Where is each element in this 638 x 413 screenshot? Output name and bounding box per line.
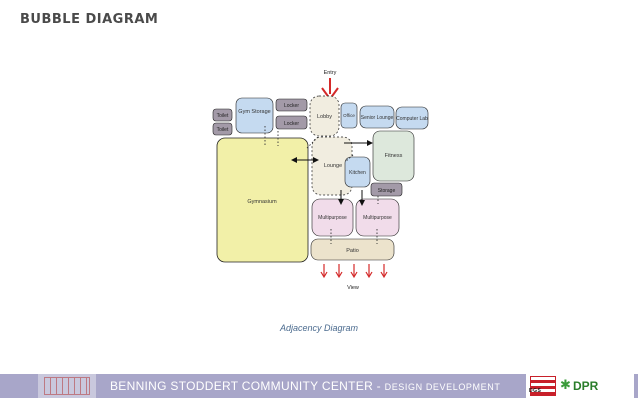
toilet-bubble-1 — [212, 108, 233, 122]
footer-project-title: BENNING STODDERT COMMUNITY CENTER - DESI… — [110, 379, 500, 393]
gym-storage-label-text: Gym Storage — [238, 109, 270, 115]
footer-bar: BENNING STODDERT COMMUNITY CENTER - DESI… — [0, 374, 638, 398]
dpr-logo-text: DPR — [573, 379, 599, 393]
office-bubble — [340, 102, 358, 129]
project-logo-mark — [44, 377, 90, 395]
toilet-label-1: Toilet — [217, 113, 229, 119]
entry-label: Entry — [324, 70, 337, 76]
kitchen-bubble — [344, 156, 371, 188]
fitness-bubble — [372, 130, 415, 182]
senior-lounge-label: Senior Lounge — [361, 115, 394, 121]
gymnasium-bubble — [216, 137, 309, 263]
fitness-label: Fitness — [385, 153, 403, 159]
toilet-bubble-2 — [212, 122, 233, 136]
office-label: Office — [343, 113, 355, 118]
lobby-label: Lobby — [317, 114, 332, 120]
adjacency-arrows — [291, 140, 373, 206]
dpr-star-icon: ✱ — [560, 377, 571, 392]
kitchen-label: Kitchen — [349, 170, 366, 176]
multipurpose-label-2: Multipurpose — [363, 215, 392, 221]
lobby-bubble — [309, 95, 340, 137]
multipurpose-label-1: Multipurpose — [318, 215, 347, 221]
computer-lab-label: Computer Lab — [396, 116, 428, 122]
gymnasium-label: Gymnasium — [247, 199, 277, 205]
multipurpose-bubble-2 — [355, 198, 400, 237]
footer-project-name: BENNING STODDERT COMMUNITY CENTER - — [110, 379, 385, 393]
view-label: View — [347, 285, 359, 291]
view-arrows — [320, 264, 388, 279]
adjacency-connectors — [264, 126, 379, 244]
dgs-logo-text: DGS — [529, 388, 542, 394]
agency-logos: DGS ✱ DPR — [526, 374, 634, 398]
patio-bubble — [310, 238, 395, 261]
toilet-label-2: Toilet — [217, 127, 229, 133]
locker-label-1: Locker — [284, 103, 299, 109]
storage-label: Storage — [378, 188, 396, 194]
lounge-label: Lounge — [324, 163, 342, 169]
page-title: BUBBLE DIAGRAM — [20, 12, 159, 27]
gym-storage-bubble — [235, 97, 274, 134]
locker-bubble-1 — [275, 98, 308, 112]
locker-bubble-2 — [275, 115, 308, 130]
gym-storage-label: Gym Storage — [238, 109, 270, 115]
footer-phase: DESIGN DEVELOPMENT — [384, 382, 501, 392]
storage-bubble — [370, 182, 403, 197]
patio-label: Patio — [346, 248, 359, 254]
senior-lounge-bubble — [359, 105, 395, 129]
computer-lab-bubble — [395, 106, 429, 130]
multipurpose-bubble-1 — [311, 198, 354, 237]
locker-label-2: Locker — [284, 121, 299, 127]
dgs-logo — [530, 376, 556, 396]
diagram-caption: Adjacency Diagram — [279, 323, 359, 333]
